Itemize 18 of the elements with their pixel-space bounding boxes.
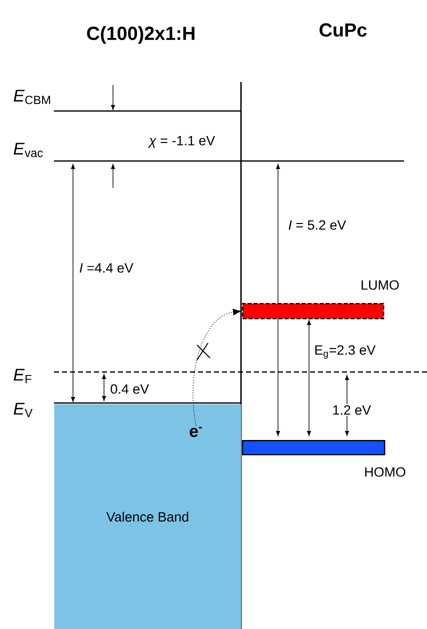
lumo-level: LUMO — [242, 280, 399, 320]
energy-value-label: I =4.4 eV — [80, 263, 134, 273]
transfer-arrow — [192, 308, 242, 426]
homo-level: HOMO — [242, 440, 406, 477]
energy-value-label: 1.2 eV — [331, 404, 372, 416]
level-label: E$_{vac}$ — [14, 142, 43, 158]
node-label: HOMO — [365, 467, 406, 477]
column-heading: CuPc — [320, 23, 367, 37]
energy-value-label: χ = -1.1 eV — [148, 136, 216, 148]
level-label: E$_{CBM}$ — [14, 90, 50, 104]
level-label: E$_{V}$ — [14, 402, 32, 418]
energy-value-label: 0.4 eV — [110, 384, 149, 394]
node-label: LUMO — [362, 280, 399, 290]
energy-value-label: E$_{g}$=2.3 eV — [315, 345, 376, 359]
electron-label: e$^{-}$ — [190, 426, 202, 438]
column-heading: C(100)2x1:H — [87, 26, 194, 44]
energy-value-label: I = 5.2 eV — [288, 220, 346, 230]
level-label: E$_{F}$ — [14, 368, 32, 384]
